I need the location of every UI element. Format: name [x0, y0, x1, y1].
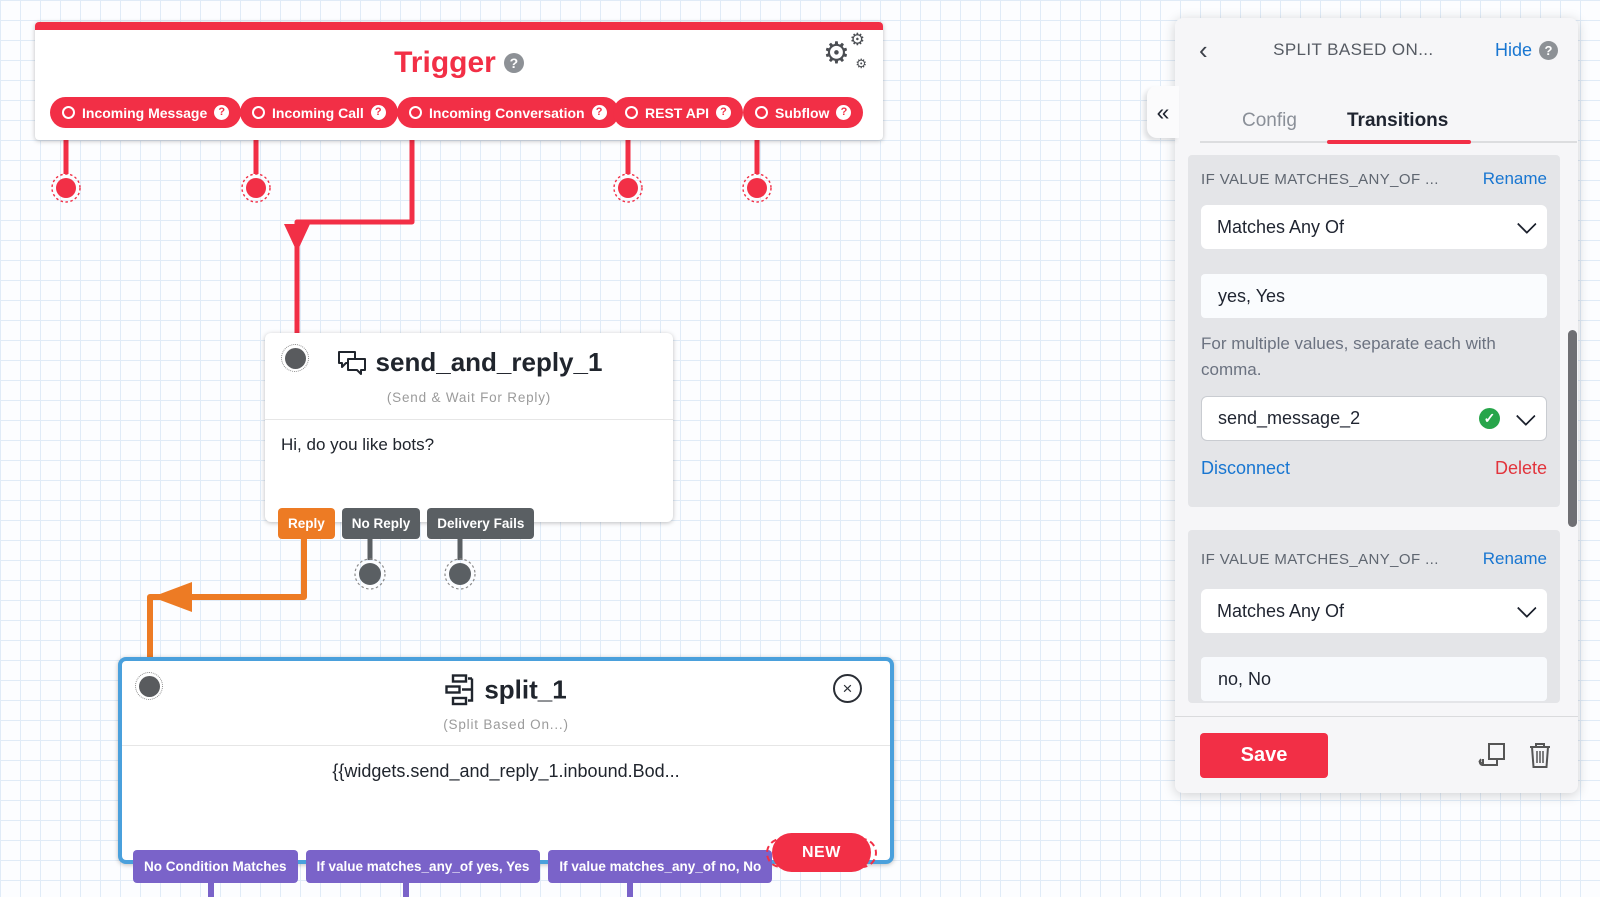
widget-input-dot[interactable] [281, 344, 309, 372]
pill-label: Incoming Message [82, 104, 208, 121]
match-values-input[interactable] [1201, 274, 1547, 318]
message-body-text: Hi, do you like bots? [281, 435, 435, 454]
match-values-input[interactable] [1201, 657, 1547, 701]
transition-no-reply-button[interactable]: No Reply [341, 508, 421, 539]
duplicate-widget-icon[interactable] [1477, 740, 1509, 770]
panel-tabs: Config Transitions [1175, 110, 1578, 144]
red-arrowhead [284, 224, 310, 252]
target-widget-select[interactable]: send_message_2 ✓ [1201, 396, 1547, 441]
panel-scrollbar[interactable] [1568, 330, 1577, 527]
widget-input-dot[interactable] [135, 672, 163, 700]
transition-matches-no-button[interactable]: If value matches_any_of no, No [548, 850, 773, 883]
widget-type-label: (Split Based On...) [443, 717, 569, 732]
pill-label: Incoming Conversation [429, 104, 585, 121]
widget-inspector-panel: « ‹ SPLIT BASED ON... Hide ? Config Tran… [1147, 18, 1578, 793]
transition-section-title: IF VALUE MATCHES_ANY_OF ... [1201, 551, 1439, 568]
help-icon[interactable]: ? [716, 105, 732, 120]
widget-name: split_1 [484, 674, 567, 705]
trigger-pill-subflow[interactable]: Subflow ? [743, 97, 864, 128]
chevron-down-icon [1516, 214, 1537, 235]
pill-label: Subflow [775, 104, 830, 121]
deselect-close-icon[interactable]: × [833, 674, 862, 703]
trigger-title: Trigger [394, 46, 496, 79]
match-type-select[interactable]: Matches Any Of [1201, 589, 1547, 633]
panel-collapse-icon[interactable]: « [1147, 86, 1179, 138]
new-transition-button[interactable]: NEW [766, 833, 877, 872]
divider [122, 745, 890, 746]
pill-label: REST API [645, 104, 710, 121]
new-button-label: NEW [772, 833, 871, 872]
connected-check-icon: ✓ [1479, 408, 1500, 429]
trigger-accent-bar [35, 22, 883, 30]
help-icon[interactable]: ? [836, 105, 852, 120]
chat-bubbles-icon [337, 350, 366, 375]
help-icon[interactable]: ? [370, 105, 386, 120]
widget-name: send_and_reply_1 [375, 347, 603, 377]
tab-transitions[interactable]: Transitions [1347, 110, 1449, 131]
help-icon[interactable]: ? [214, 105, 230, 120]
split-widget-selected[interactable]: split_1 × (Split Based On...) {{widgets.… [118, 657, 894, 883]
chevron-down-icon [1515, 405, 1536, 426]
active-tab-underline [1327, 140, 1471, 144]
connector-ring-icon [62, 106, 75, 119]
tab-config[interactable]: Config [1242, 110, 1297, 131]
trigger-pill-incoming-call[interactable]: Incoming Call ? [240, 97, 398, 128]
transition-section-no: IF VALUE MATCHES_ANY_OF ... Rename Match… [1188, 530, 1560, 703]
match-type-value: Matches Any Of [1217, 216, 1345, 237]
split-based-on-icon [445, 674, 474, 706]
connector-ring-icon [755, 106, 768, 119]
disconnect-link[interactable]: Disconnect [1201, 458, 1291, 478]
helper-text: For multiple values, separate each with … [1201, 334, 1496, 379]
save-button[interactable]: Save [1200, 732, 1328, 778]
trigger-output-dots[interactable] [51, 173, 772, 203]
divider [265, 419, 673, 420]
help-icon[interactable]: ? [591, 105, 607, 120]
panel-footer: Save [1175, 716, 1578, 793]
connector-ring-icon [409, 106, 422, 119]
transition-matches-yes-button[interactable]: If value matches_any_of yes, Yes [305, 850, 541, 883]
connector-ring-icon [252, 106, 265, 119]
transition-delivery-fails-button[interactable]: Delivery Fails [427, 508, 535, 539]
orange-arrowhead [152, 582, 192, 612]
rename-link[interactable]: Rename [1482, 549, 1547, 568]
pill-label: Incoming Call [272, 104, 364, 121]
chevron-down-icon [1516, 598, 1537, 619]
transition-section-title: IF VALUE MATCHES_ANY_OF ... [1201, 171, 1439, 188]
panel-title: SPLIT BASED ON... [1273, 40, 1434, 59]
trigger-widget[interactable]: Trigger? ⚙ ⚙ ⚙ Incoming Message ? Incomi… [35, 22, 883, 140]
help-icon[interactable]: ? [503, 53, 524, 73]
trigger-pill-rest-api[interactable]: REST API ? [613, 97, 744, 128]
help-icon[interactable]: ? [1539, 40, 1558, 60]
delete-link[interactable]: Delete [1494, 458, 1547, 478]
trigger-pill-incoming-message[interactable]: Incoming Message ? [50, 97, 242, 128]
match-type-select[interactable]: Matches Any Of [1201, 205, 1547, 249]
match-type-value: Matches Any Of [1217, 600, 1345, 621]
widget-type-label: (Send & Wait For Reply) [386, 390, 552, 405]
transition-section-yes: IF VALUE MATCHES_ANY_OF ... Rename Match… [1188, 155, 1560, 507]
hide-link[interactable]: Hide [1494, 39, 1532, 60]
transition-no-condition-button[interactable]: No Condition Matches [133, 850, 298, 883]
flow-settings-gears-icon[interactable]: ⚙ ⚙ ⚙ [823, 30, 867, 71]
send-output-dots[interactable] [354, 558, 476, 590]
rename-link[interactable]: Rename [1482, 169, 1547, 188]
trigger-pill-incoming-conversation[interactable]: Incoming Conversation ? [397, 97, 619, 128]
send-and-reply-widget[interactable]: send_and_reply_1 (Send & Wait For Reply)… [265, 333, 673, 539]
connector-ring-icon [625, 106, 638, 119]
split-variable-text: {{widgets.send_and_reply_1.inbound.Bod..… [332, 761, 680, 781]
target-widget-value: send_message_2 [1218, 408, 1361, 428]
back-chevron-icon[interactable]: ‹ [1199, 35, 1208, 65]
trash-icon[interactable] [1527, 740, 1553, 770]
transition-reply-button[interactable]: Reply [278, 508, 335, 539]
